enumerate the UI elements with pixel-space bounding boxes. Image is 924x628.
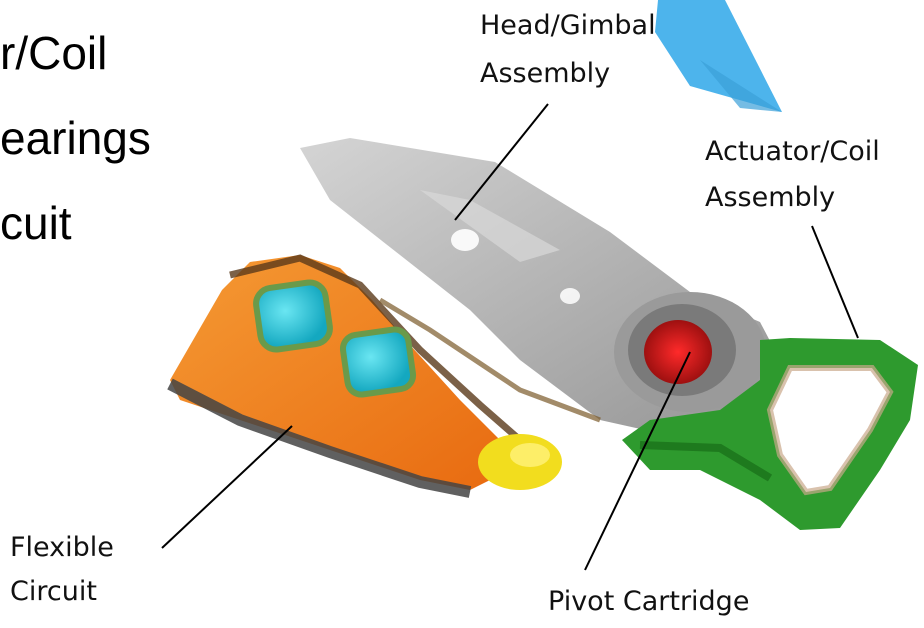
pivot-cartridge-part — [644, 320, 712, 384]
connector-block-1 — [254, 280, 332, 351]
connector-block-2 — [341, 328, 415, 397]
label-pivot-cartridge: Pivot Cartridge — [548, 584, 749, 620]
label-flexible-circuit-line1: Flexible — [10, 530, 114, 566]
label-head-gimbal-line2: Assembly — [480, 56, 610, 92]
label-actuator-coil-line1: Actuator/Coil — [705, 134, 880, 170]
leader-line-flexible-circuit — [162, 426, 292, 548]
label-flexible-circuit-line2: Circuit — [10, 574, 97, 610]
head-slider — [655, 0, 782, 112]
leader-line-actuator-coil — [812, 226, 858, 338]
label-actuator-coil-line2: Assembly — [705, 180, 835, 216]
label-head-gimbal-line1: Head/Gimbal — [480, 8, 656, 44]
